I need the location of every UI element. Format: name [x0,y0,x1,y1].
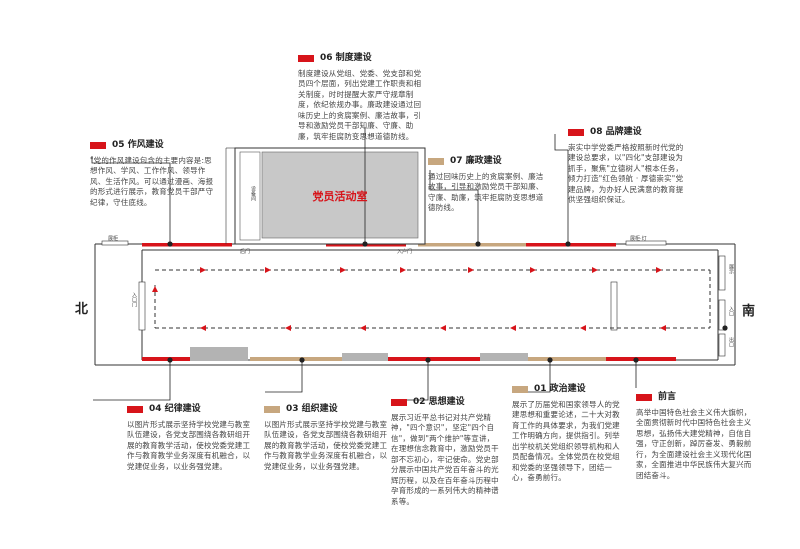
wall-segment-05 [142,243,232,247]
right-wall-top-label: 展示 [728,264,734,274]
card-07-marker [428,157,444,165]
path-arrow [200,267,206,273]
card-08-title: 08 品牌建设 [590,127,642,137]
card-02-title: 02 思想建设 [413,397,465,407]
card-08: 08 品牌建设 崇实中学党委严格按照新时代党的建设总要求，以"四化"支部建设为抓… [568,127,686,206]
card-02-marker [391,398,407,406]
card-07-title: 07 廉政建设 [450,156,502,166]
card-07: 07 廉政建设 通过回味历史上的贪腐案例、廉洁故事，引导和激励党员干部知廉、守廉… [428,156,550,214]
card-01: 01 政治建设 展示了历届党和国家领导人的党建思想和重要论述，二十大对教育工作的… [512,384,624,484]
room-side [239,151,261,241]
card-01-marker [512,385,528,393]
card-06-text: 制度建设从党组、党委、党支部和党员四个层面，列出党建工作职责和相关制度，时时提醒… [298,68,422,141]
top-left-fixture [101,240,129,246]
card-02-text: 展示习近平总书记对共产党精神，"四个意识"，坚定"四个自信"，做到"两个维护"等… [391,412,499,506]
card-00-marker [636,393,652,401]
card-08-text: 崇实中学党委严格按照新时代党的建设总要求，以"四化"支部建设为抓手，聚焦"立德树… [568,142,684,205]
path-arrow [468,267,474,273]
top-right-fixture [625,240,667,246]
card-03-text: 以图片形式展示坚持学校党建与教室队伍建设，各党支部围绕各教研组开展的教育教学活动… [264,419,388,471]
south-label: 南 [742,304,756,319]
wall-segment-02 [388,357,480,361]
north-label: 北 [75,302,89,317]
wall-segment-00 [606,357,676,361]
room-name: 党员活动室 [312,190,368,203]
card-05-text: "党的作风建设包含的主要内容是:思想作风、学风、工作作风、领导作风、生活作风。可… [90,155,214,207]
path-arrow [340,267,346,273]
top-left-fixture-label: 展柜 [108,236,119,242]
path-arrow [510,325,516,331]
card-00: 前言 高举中国特色社会主义伟大旗帜，全面贯彻新时代中国特色社会主义思想，弘扬伟大… [636,392,752,481]
room-area [261,151,419,239]
card-00-title: 前言 [658,392,677,402]
path-arrow [152,286,158,292]
card-05: 05 作风建设 "党的作风建设包含的主要内容是:思想作风、学风、工作作风、领导作… [90,140,218,208]
card-06-marker [298,54,314,62]
right-inner-fixture [610,281,618,331]
card-07-text: 通过回味历史上的贪腐案例、廉洁故事，引导和激励党员干部知廉、守廉、助廉，筑牢拒腐… [428,171,544,213]
card-01-text: 展示了历届党和国家领导人的党建思想和重要论述，二十大对教育工作的具体要求，为我们… [512,399,620,483]
wall-segment-03 [250,357,342,361]
card-05-marker [90,141,106,149]
card-00-text: 高举中国特色社会主义伟大旗帜，全面贯彻新时代中国特色社会主义思想，弘扬伟大建党精… [636,407,752,480]
card-04-marker [127,405,143,413]
card-03-marker [264,405,280,413]
back-door-label: 后门 [240,249,251,255]
card-04-title: 04 纪律建设 [149,404,201,414]
left-wall-label: 入口门 [131,292,137,307]
path-arrow [440,325,446,331]
display-block-3 [480,353,528,361]
right-wall-fixture-1 [718,255,726,291]
card-03-title: 03 组织建设 [286,404,338,414]
wall-segment-07 [418,243,526,247]
path-arrow [360,325,366,331]
card-06: 06 制度建设 制度建设从党组、党委、党支部和党员四个层面，列出党建工作职责和相… [298,53,428,142]
room-side-label: 设备间 [250,186,256,201]
right-wall-bot-label: 出口 [728,337,734,347]
path-arrow [200,325,206,331]
wall-segment-08 [526,243,616,247]
right-wall-mid-label: 入口 [728,306,734,316]
wall-segment-01 [528,357,606,361]
card-03: 03 组织建设 以图片形式展示坚持学校党建与教室队伍建设，各党支部围绕各教研组开… [264,404,388,472]
card-04-text: 以图片形式展示坚持学校党建与教室队伍建设，各党支部围绕各教研组开展的教育教学活动… [127,419,251,471]
display-block-2 [342,353,388,361]
path-arrow [660,325,666,331]
card-08-marker [568,128,584,136]
path-arrow [580,325,586,331]
card-04: 04 纪律建设 以图片形式展示坚持学校党建与教室队伍建设，各党支部围绕各教研组开… [127,404,255,472]
display-block-1 [190,347,248,361]
right-wall-fixture-3 [718,333,726,357]
path-arrow [530,267,536,273]
card-06-title: 06 制度建设 [320,53,372,63]
path-arrow [265,267,271,273]
path-arrow [656,267,662,273]
wall-segment-04 [142,357,192,361]
right-wall-fixture-2 [718,299,726,331]
path-arrow [400,267,406,273]
left-wall-fixture [138,281,146,331]
path-arrow [285,325,291,331]
card-02: 02 思想建设 展示习近平总书记对共产党精神，"四个意识"，坚定"四个自信"，做… [391,397,501,507]
top-right-fixture-label: 展柜·灯 [630,236,647,242]
path-arrow [592,267,598,273]
card-05-title: 05 作风建设 [112,140,164,150]
entrance-label: 入户门 [397,249,413,255]
card-01-title: 01 政治建设 [534,384,586,394]
